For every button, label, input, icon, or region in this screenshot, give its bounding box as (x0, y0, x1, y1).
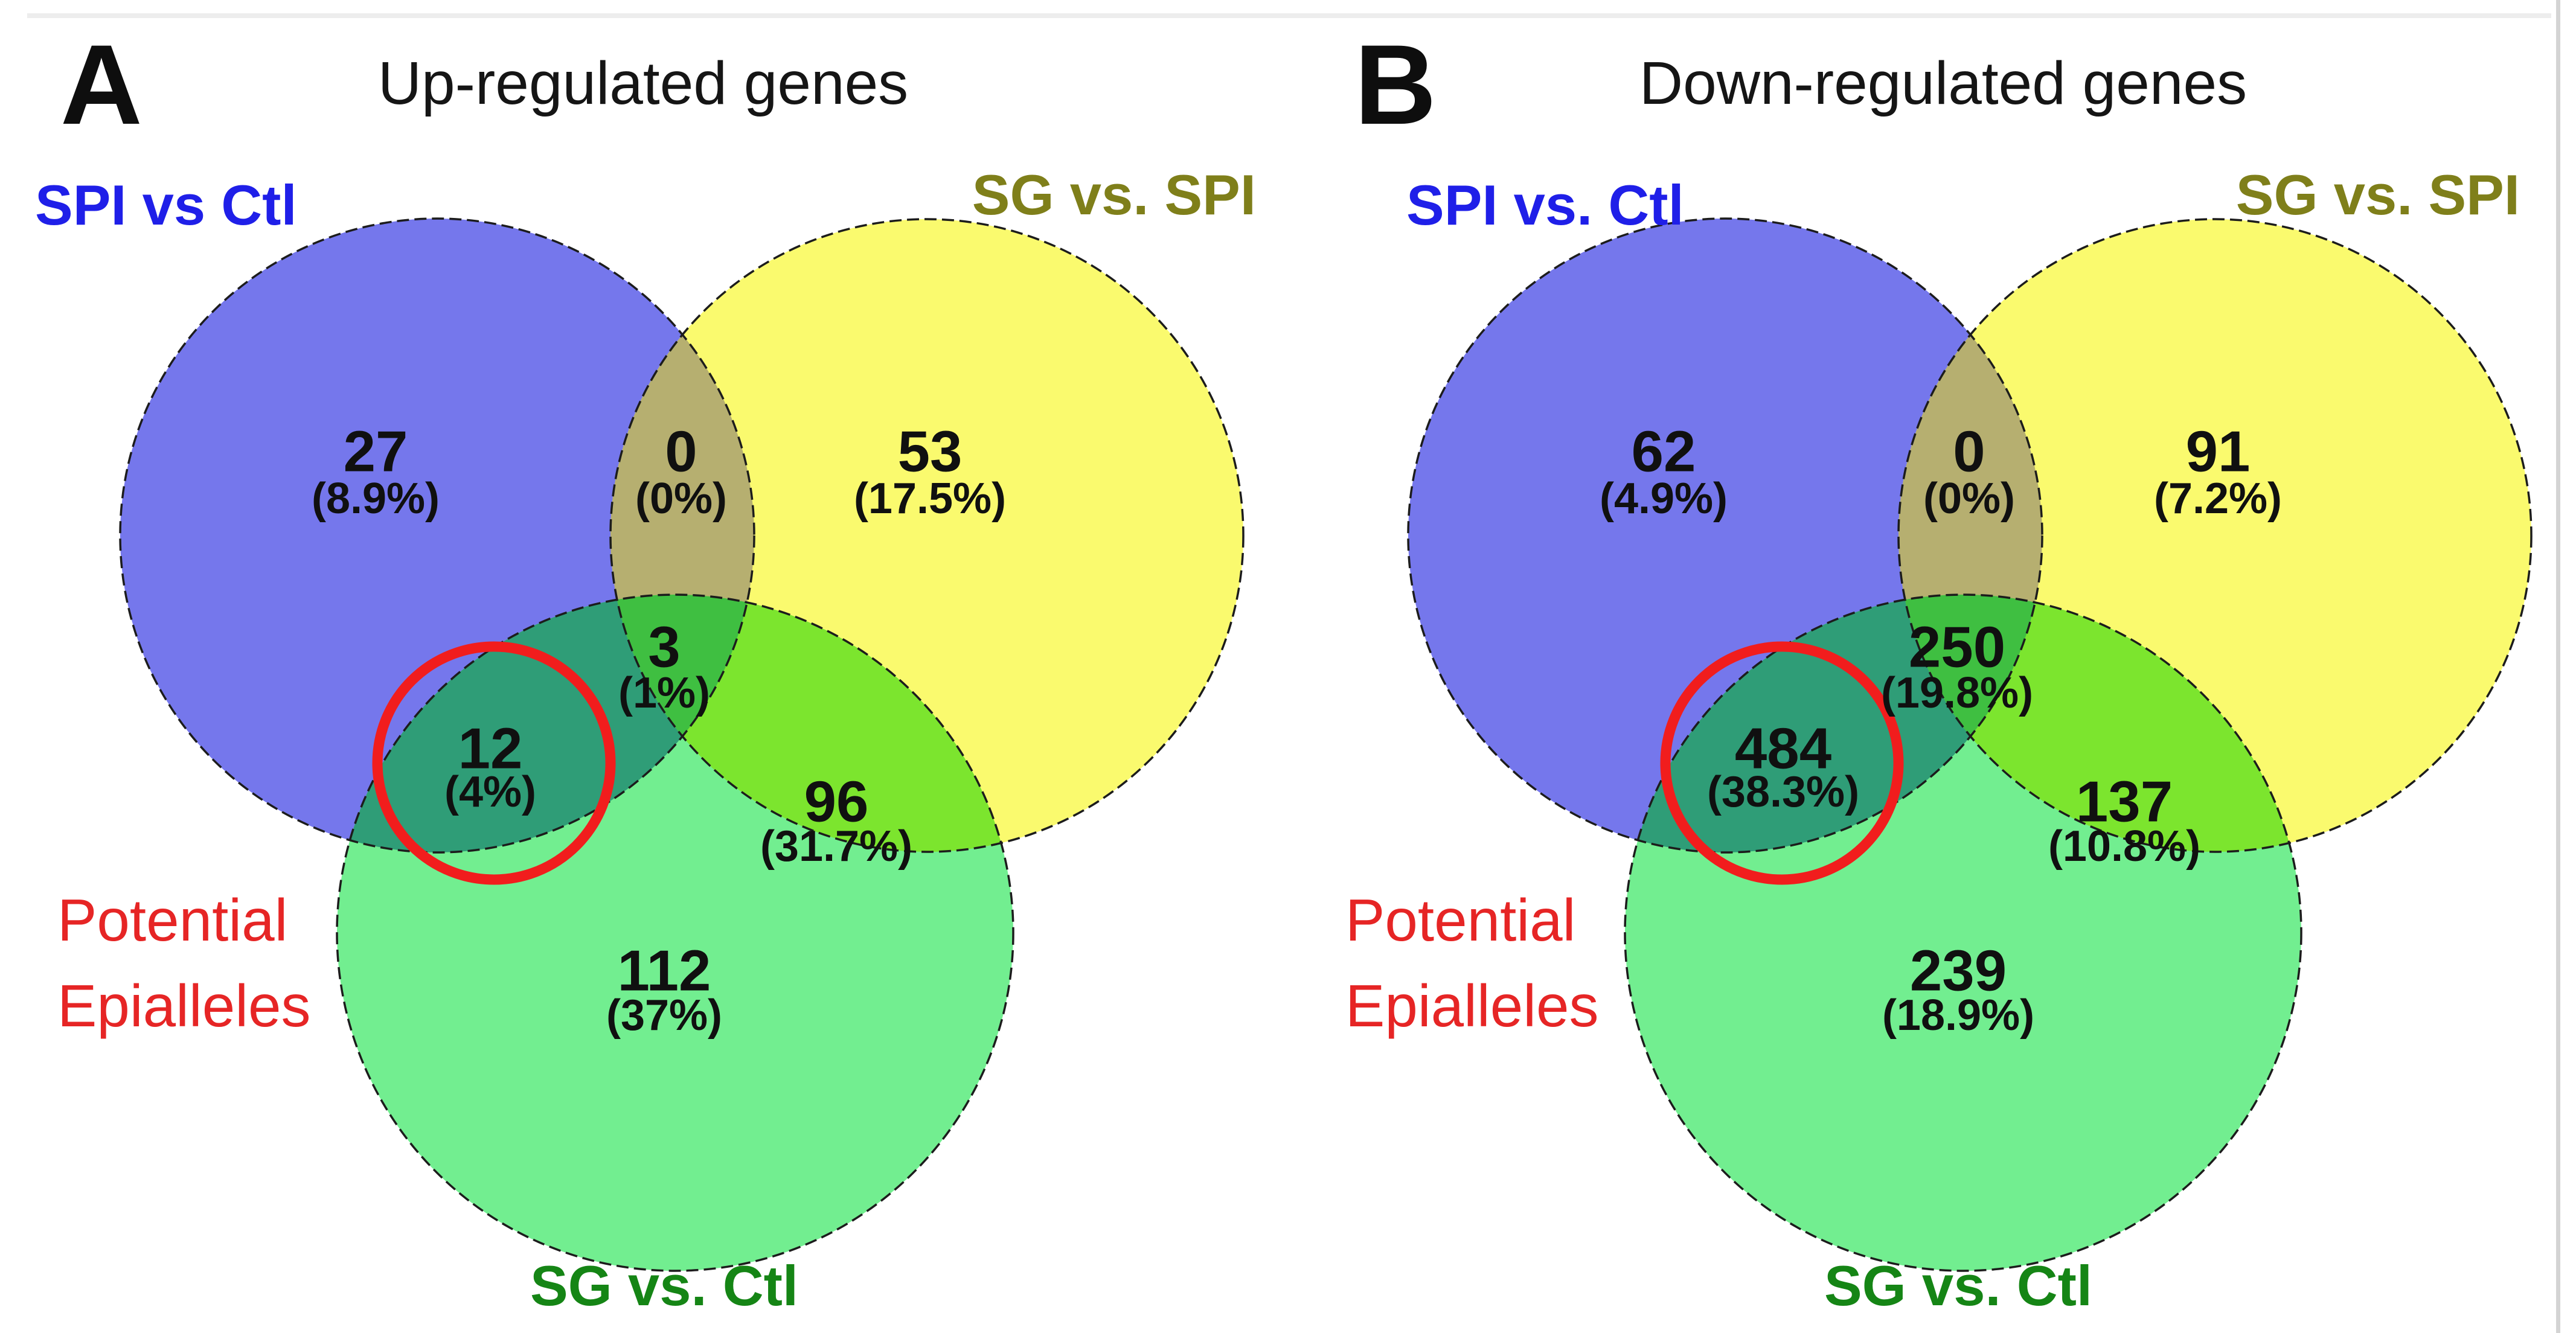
epialleles-label-line1: Potential (57, 887, 287, 953)
triple-count: 3 (648, 615, 680, 680)
green-only-count: 112 (618, 939, 711, 1003)
blue-only-count: 62 (1632, 420, 1696, 484)
sg-spi-circle-outline (1897, 218, 2533, 853)
yellow-only-count: 91 (2186, 420, 2251, 484)
blue-only-pct: (4.9%) (1600, 475, 1728, 523)
region-yellow-green-fill (1898, 595, 2301, 852)
yellow-green-pct: (10.8%) (2048, 822, 2200, 871)
green-only-pct: (37%) (606, 991, 722, 1040)
blue-green-pct: (38.3%) (1707, 768, 1859, 816)
yellow-green-pct: (31.7%) (760, 822, 912, 871)
spi-circle-outline (1407, 217, 2043, 854)
spi-set-label: SPI vs. Ctl (1406, 173, 1684, 237)
sg-spi-set-label: SG vs. SPI (972, 163, 1256, 226)
panel-letter: A (60, 21, 143, 148)
sg-ctl-circle-outline (336, 593, 1014, 1272)
blue-only-pct: (8.9%) (312, 475, 440, 523)
epialleles-label-line2: Epialleles (1345, 973, 1598, 1039)
blue-green-pct: (4%) (444, 768, 536, 816)
blue-only-count: 27 (344, 420, 408, 484)
triple-pct: (1%) (618, 669, 710, 717)
panel-b: B Down-regulated genes SPI vs. Ctl SG vs… (1345, 21, 2533, 1317)
epialleles-label-line2: Epialleles (57, 973, 310, 1039)
sg-ctl-set-label: SG vs. Ctl (530, 1254, 798, 1317)
green-only-pct: (18.9%) (1882, 991, 2034, 1040)
spi-set-label: SPI vs Ctl (35, 173, 297, 237)
right-rule (2556, 0, 2560, 1333)
top-rule (27, 13, 2551, 18)
panel-title: Up-regulated genes (378, 50, 908, 117)
yellow-green-count: 137 (2076, 770, 2173, 834)
region-blue-green-fill (1625, 595, 2042, 852)
yellow-only-count: 53 (898, 420, 963, 484)
yellow-only-pct: (7.2%) (2154, 475, 2282, 523)
blue-yellow-pct: (0%) (635, 475, 727, 523)
panel-letter: B (1354, 21, 1437, 148)
green-only-count: 239 (1910, 939, 2007, 1003)
triple-pct: (19.8%) (1881, 669, 2033, 717)
blue-green-count: 12 (458, 717, 523, 781)
panel-title: Down-regulated genes (1639, 50, 2247, 117)
epialleles-label-line1: Potential (1345, 887, 1575, 953)
triple-count: 250 (1909, 615, 2005, 680)
epialleles-ring (1660, 641, 1904, 885)
spi-circle-outline (119, 217, 755, 854)
region-yellow-green-fill (610, 595, 1013, 852)
blue-yellow-pct: (0%) (1923, 475, 2015, 523)
epialleles-ring (372, 641, 616, 885)
blue-yellow-count: 0 (1953, 420, 1985, 484)
yellow-only-pct: (17.5%) (854, 475, 1006, 523)
sg-spi-set-label: SG vs. SPI (2236, 163, 2520, 226)
region-blue-green-fill (337, 595, 754, 852)
sg-spi-circle-outline (609, 218, 1245, 853)
panel-a: A Up-regulated genes SPI vs Ctl SG vs. S… (35, 21, 1256, 1317)
yellow-green-count: 96 (804, 770, 869, 834)
blue-yellow-count: 0 (665, 420, 697, 484)
blue-green-count: 484 (1735, 717, 1831, 781)
sg-ctl-set-label: SG vs. Ctl (1824, 1254, 2092, 1317)
sg-ctl-circle-outline (1624, 593, 2302, 1272)
